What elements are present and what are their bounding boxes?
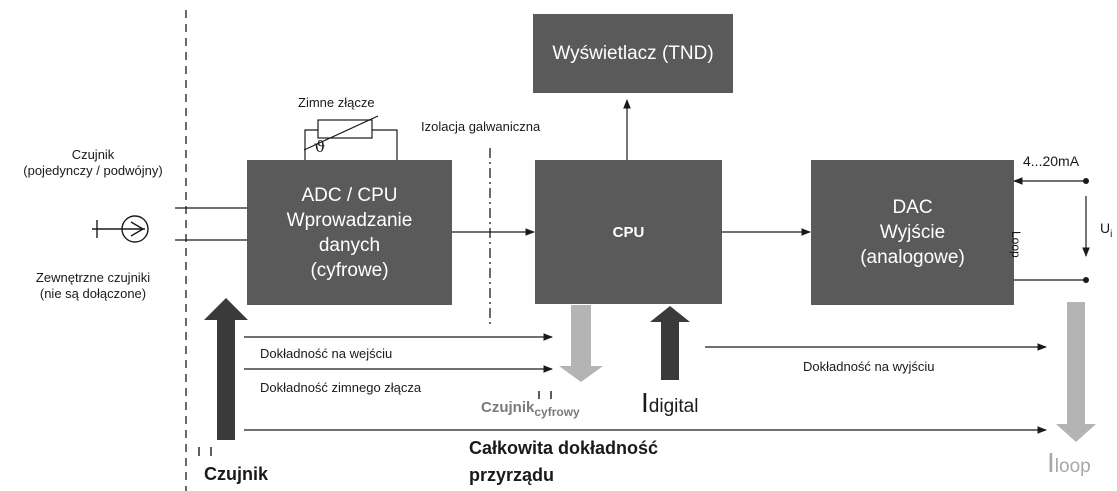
dac-line-1: DAC	[892, 197, 933, 218]
voltage-label: Ui	[1100, 220, 1112, 240]
i-loop-label: Iloop	[1047, 447, 1091, 479]
digital-sensor-subscript: cyfrowy	[534, 405, 580, 419]
cold-junction-accuracy-label: Dokładność zimnego złącza	[260, 380, 422, 395]
sensor-bottom-label: Czujnik	[204, 464, 269, 484]
i-digital-up-block-arrow	[650, 306, 690, 380]
output-accuracy-label: Dokładność na wyjściu	[803, 359, 935, 374]
adc-cpu-block: ADC / CPU Wprowadzanie danych (cyfrowe)	[247, 160, 452, 305]
i-digital-label: Idigital	[641, 387, 698, 419]
dac-block: DAC Wyjście (analogowe)	[811, 160, 1014, 305]
sensor-title-line-2: (pojedynczy / podwójny)	[23, 163, 163, 178]
sensor-symbol-icon	[92, 215, 149, 243]
cold-junction-label: Zimne złącze	[298, 95, 375, 110]
loop-current-label: 4...20mA	[1023, 153, 1080, 169]
external-sensors-line-2: (nie są dołączone)	[39, 286, 147, 301]
adc-line-4: (cyfrowe)	[310, 259, 389, 281]
total-accuracy-line-1: Całkowita dokładność	[469, 438, 659, 458]
adc-line-3: danych	[318, 234, 381, 256]
sensor-up-block-arrow	[204, 298, 248, 440]
display-block: Wyświetlacz (TND)	[533, 14, 733, 93]
display-block-label: Wyświetlacz (TND)	[552, 42, 714, 64]
i-digital-subscript: digital	[648, 396, 699, 417]
external-sensors-line-1: Zewnętrzne czujniki	[35, 270, 151, 285]
theta-symbol: ϑ	[314, 137, 326, 156]
total-accuracy-line-2: przyrządu	[469, 465, 555, 485]
isolation-label: Izolacja galwaniczna	[421, 119, 541, 134]
input-accuracy-label: Dokładność na wejściu	[260, 346, 393, 361]
voltage-subscript: i	[1110, 228, 1113, 240]
digital-sensor-label: Czujnikcyfrowy	[481, 399, 580, 419]
i-loop-subscript: loop	[1054, 456, 1091, 477]
cpu-block-label: CPU	[612, 223, 645, 241]
i-digital-symbol: I	[641, 387, 649, 418]
dac-line-3: (analogowe)	[860, 247, 965, 268]
adc-line-2: Wprowadzanie	[286, 209, 413, 231]
external-sensors-label: Zewnętrzne czujniki (nie są dołączone)	[0, 270, 186, 302]
cold-junction-thermistor-icon	[303, 115, 398, 160]
sensor-title-line-1: Czujnik	[71, 147, 115, 162]
digital-sensor-down-block-arrow	[559, 305, 603, 382]
cpu-block: CPU	[535, 160, 722, 304]
digital-sensor-text: Czujnik	[481, 399, 535, 416]
loop-vertical-label: Loop	[1009, 231, 1023, 258]
i-loop-down-block-arrow	[1056, 302, 1096, 442]
i-loop-symbol: I	[1047, 447, 1055, 478]
total-accuracy-label: Całkowita dokładność przyrządu	[469, 435, 658, 489]
adc-line-1: ADC / CPU	[301, 184, 398, 206]
sensor-title: Czujnik (pojedynczy / podwójny)	[0, 147, 186, 179]
dac-line-2: Wyjście	[879, 222, 946, 243]
voltage-symbol: U	[1100, 220, 1111, 236]
tick-marks	[198, 391, 552, 456]
